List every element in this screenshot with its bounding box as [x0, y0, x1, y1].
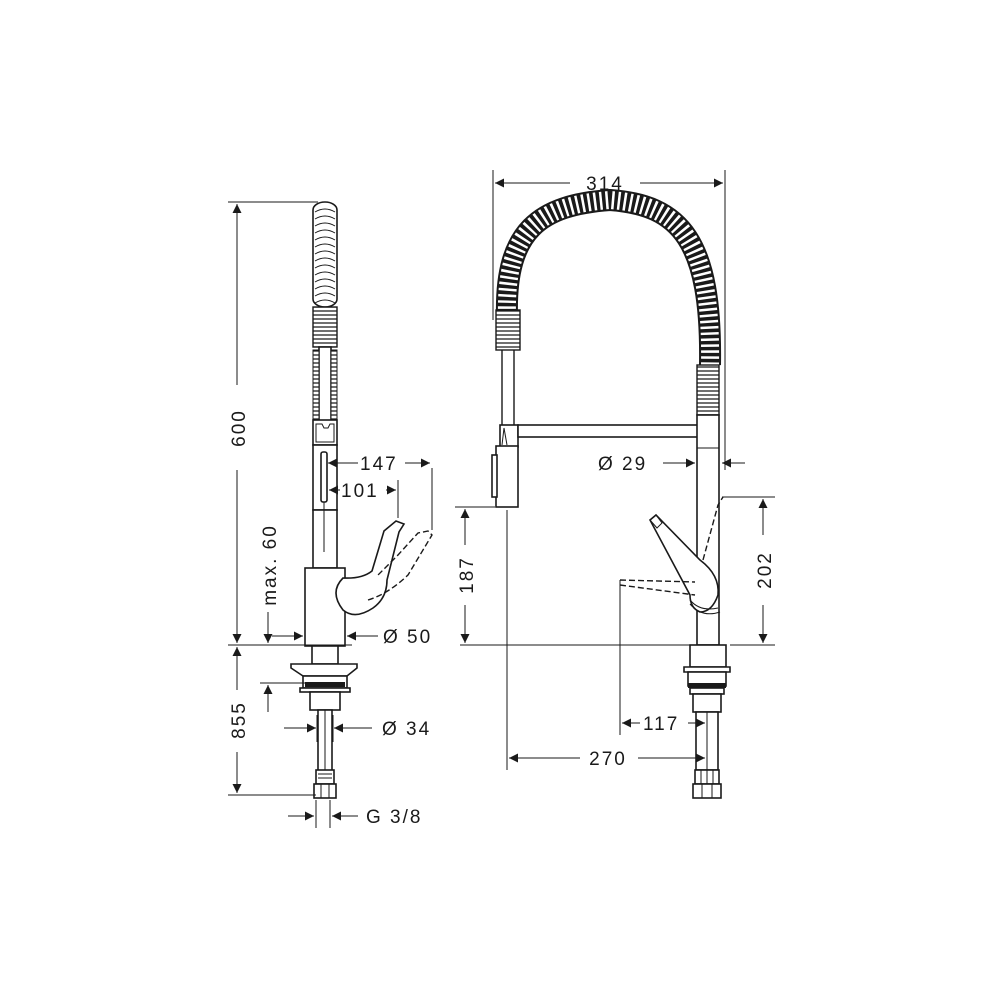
dim-label-270: 270	[589, 749, 627, 770]
dim-spout-diameter: Ø 29	[598, 454, 745, 475]
hose-connector-side	[313, 783, 337, 799]
dim-label-dia-34: Ø 34	[382, 719, 431, 740]
dim-below-deck: 855	[228, 647, 316, 796]
dim-handle-reach-closed: 101	[329, 481, 396, 502]
spring-coil-front	[495, 188, 722, 416]
dim-label-187: 187	[457, 556, 478, 594]
mounting-plate-side	[290, 663, 358, 677]
dim-label-314: 314	[586, 174, 624, 195]
dim-label-max-60: max. 60	[260, 524, 281, 606]
dim-label-dia-29: Ø 29	[598, 454, 647, 475]
dim-label-117: 117	[643, 714, 679, 735]
spring-coil-side	[312, 201, 338, 446]
dim-label-101: 101	[341, 481, 379, 502]
spray-head-front	[495, 445, 519, 508]
dim-spout-height: 187	[455, 506, 508, 770]
handle-front	[648, 513, 719, 613]
dim-spout-reach: 270	[509, 749, 705, 770]
handle-side	[335, 520, 406, 616]
dim-label-855: 855	[229, 701, 250, 739]
dim-handle-offset: 117	[619, 580, 705, 735]
dim-handle-height: 202	[722, 496, 776, 643]
dim-label-600: 600	[229, 409, 250, 447]
dim-handle-reach-open: 147	[328, 454, 430, 475]
handle-open-position-side	[367, 530, 433, 601]
front-view: 314 Ø 29 187 202 117	[455, 170, 776, 799]
dim-label-dia-50: Ø 50	[383, 627, 432, 648]
spout-arm-front	[517, 424, 699, 438]
dim-connection-thread: G 3/8	[288, 800, 422, 828]
dim-label-147: 147	[360, 454, 398, 475]
dim-total-height: 600	[228, 201, 318, 643]
dim-label-202: 202	[755, 551, 776, 589]
spray-button	[320, 451, 328, 503]
dim-shank-diameter: Ø 34	[284, 715, 431, 742]
side-view: 600 855 max. 60 Ø 50 Ø 34	[228, 201, 433, 828]
base-body-side	[304, 567, 346, 647]
dim-spring-width: 314	[492, 170, 723, 320]
hose-connectors-front	[692, 783, 722, 799]
dim-base-diameter: Ø 50	[272, 627, 432, 648]
mounting-plate-front	[683, 666, 731, 673]
dim-label-g-3-8: G 3/8	[366, 807, 422, 828]
dim-deck-thickness: max. 60	[260, 524, 308, 712]
